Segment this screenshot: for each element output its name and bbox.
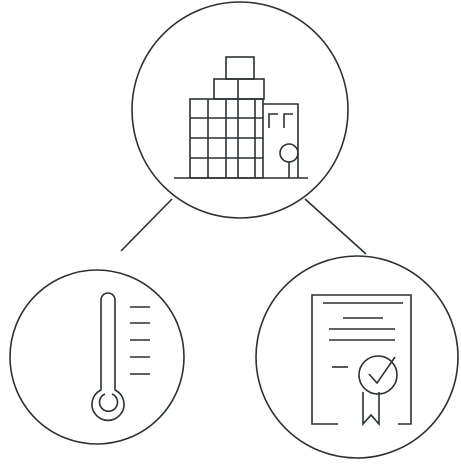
connector-top-left xyxy=(120,198,173,252)
connector-lines xyxy=(120,198,367,255)
thermometer-icon xyxy=(91,292,150,422)
node-top-circle xyxy=(131,1,349,219)
office-building-icon xyxy=(174,56,308,179)
node-top xyxy=(131,1,349,219)
node-left xyxy=(9,269,185,445)
certificate-icon xyxy=(311,294,412,427)
node-right-circle xyxy=(255,255,459,459)
node-right xyxy=(255,255,459,459)
connector-top-right xyxy=(304,198,367,255)
node-left-circle xyxy=(9,269,185,445)
